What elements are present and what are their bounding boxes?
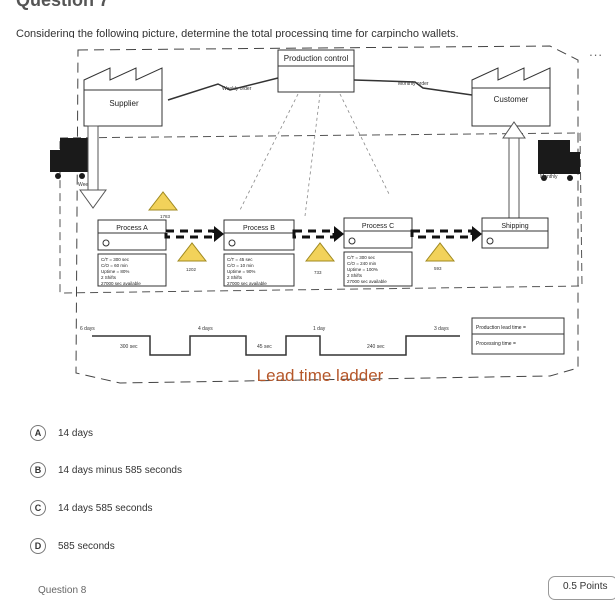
- production-lead-time-label: Production lead time =: [476, 325, 526, 331]
- question-header: Question 7: [16, 0, 110, 10]
- svg-text:Uptime = 80%: Uptime = 80%: [101, 269, 129, 274]
- processing-time-label: Processing time =: [476, 341, 516, 347]
- production-control-box: Production control: [277, 49, 355, 93]
- supplier-truck-icon: [50, 138, 90, 179]
- production-control-label: Production control: [284, 54, 349, 63]
- svg-text:C/T = 300 sec: C/T = 300 sec: [347, 255, 376, 260]
- lead-days-2: 4 days: [198, 326, 213, 332]
- lead-time-ladder-title: Lead time ladder: [257, 366, 384, 385]
- monthly-order-flow: [353, 79, 473, 96]
- shipping-box: Shipping: [481, 217, 549, 249]
- operator-icon: [348, 237, 356, 245]
- points-badge: 0.5 Points: [548, 576, 615, 600]
- option-a-text: 14 days: [58, 427, 94, 439]
- svg-text:733: 733: [314, 270, 322, 275]
- operator-icon: [486, 237, 494, 245]
- supplier-factory-icon: Supplier: [83, 67, 163, 127]
- customer-truck-icon: [538, 140, 580, 181]
- monthly-order-label: Monthly order: [398, 81, 429, 87]
- svg-text:2 Shifts: 2 Shifts: [227, 275, 243, 280]
- lead-days-1: 6 days: [80, 326, 95, 332]
- svg-text:Uptime = 90%: Uptime = 90%: [227, 269, 255, 274]
- push-arrow-3: [410, 226, 482, 242]
- customer-factory-icon: Customer: [471, 67, 551, 127]
- svg-text:2 Shifts: 2 Shifts: [101, 275, 117, 280]
- process-a-box: Process A C/T = 300 sec C/O = 60 min Upt…: [97, 219, 167, 287]
- option-c-radio[interactable]: C: [30, 500, 46, 516]
- process-c-box: Process C C/T = 300 sec C/O = 240 min Up…: [343, 217, 413, 287]
- process-b-label: Process B: [243, 225, 275, 232]
- inventory-triangle-4: 593: [424, 242, 456, 271]
- timeline-ladder: [92, 335, 460, 356]
- svg-text:27000 sec available: 27000 sec available: [227, 281, 267, 286]
- option-d-text: 585 seconds: [58, 540, 115, 552]
- push-arrow-2: [292, 226, 344, 242]
- option-b-text: 14 days minus 585 seconds: [58, 464, 182, 476]
- process-time-2: 45 sec: [257, 344, 272, 350]
- svg-text:C/O = 10 min: C/O = 10 min: [227, 263, 254, 268]
- lead-days-3: 1 day: [313, 326, 326, 332]
- more-options-icon[interactable]: ...: [589, 44, 603, 59]
- inventory-triangle-1: 1783: [147, 191, 179, 219]
- option-b-radio[interactable]: B: [30, 462, 46, 478]
- customer-label: Customer: [494, 95, 529, 104]
- option-c[interactable]: C 14 days 585 seconds: [30, 500, 153, 516]
- lead-time-summary-box: Production lead time = Processing time =: [471, 317, 565, 355]
- option-b[interactable]: B 14 days minus 585 seconds: [30, 462, 182, 478]
- svg-text:27000 sec available: 27000 sec available: [101, 281, 141, 286]
- option-a-radio[interactable]: A: [30, 425, 46, 441]
- svg-text:C/O = 240 min: C/O = 240 min: [347, 261, 377, 266]
- shipping-label: Shipping: [501, 223, 528, 230]
- svg-text:C/O = 60 min: C/O = 60 min: [101, 263, 128, 268]
- inventory-triangle-2: 1202: [176, 242, 208, 272]
- push-arrow-1: [164, 226, 224, 242]
- question-prompt: Considering the following picture, deter…: [16, 28, 459, 40]
- svg-text:Uptime = 100%: Uptime = 100%: [347, 267, 378, 272]
- supplier-shipment-arrow: [79, 125, 107, 209]
- svg-text:1202: 1202: [186, 267, 197, 272]
- lead-days-4: 3 days: [434, 326, 449, 332]
- process-time-3: 240 sec: [367, 344, 385, 350]
- process-time-1: 300 sec: [120, 344, 138, 350]
- svg-text:593: 593: [434, 266, 442, 271]
- monthly-delivery-label: Monthly: [540, 174, 558, 180]
- svg-text:27000 sec available: 27000 sec available: [347, 279, 387, 284]
- svg-text:C/T = 45 sec: C/T = 45 sec: [227, 257, 253, 262]
- operator-icon: [102, 239, 110, 247]
- option-d[interactable]: D 585 seconds: [30, 538, 115, 554]
- svg-text:1783: 1783: [160, 214, 171, 219]
- option-c-text: 14 days 585 seconds: [58, 502, 153, 514]
- supplier-label: Supplier: [109, 99, 139, 108]
- inventory-triangle-3: 733: [304, 242, 336, 275]
- svg-text:2 Shifts: 2 Shifts: [347, 273, 363, 278]
- frame-outline: [75, 45, 579, 384]
- weekly-order-label: Weekly order: [222, 86, 252, 92]
- svg-text:C/T = 300 sec: C/T = 300 sec: [101, 257, 130, 262]
- weekly-delivery-label: Weekly: [78, 182, 95, 188]
- option-a[interactable]: A 14 days: [30, 425, 93, 441]
- process-c-label: Process C: [362, 223, 394, 230]
- option-d-radio[interactable]: D: [30, 538, 46, 554]
- weekly-order-flow: [167, 77, 279, 101]
- process-a-label: Process A: [116, 225, 148, 232]
- process-b-box: Process B C/T = 45 sec C/O = 10 min Upti…: [223, 219, 295, 287]
- operator-icon: [228, 239, 236, 247]
- value-stream-map: Production control Weekly order Monthly …: [50, 38, 590, 398]
